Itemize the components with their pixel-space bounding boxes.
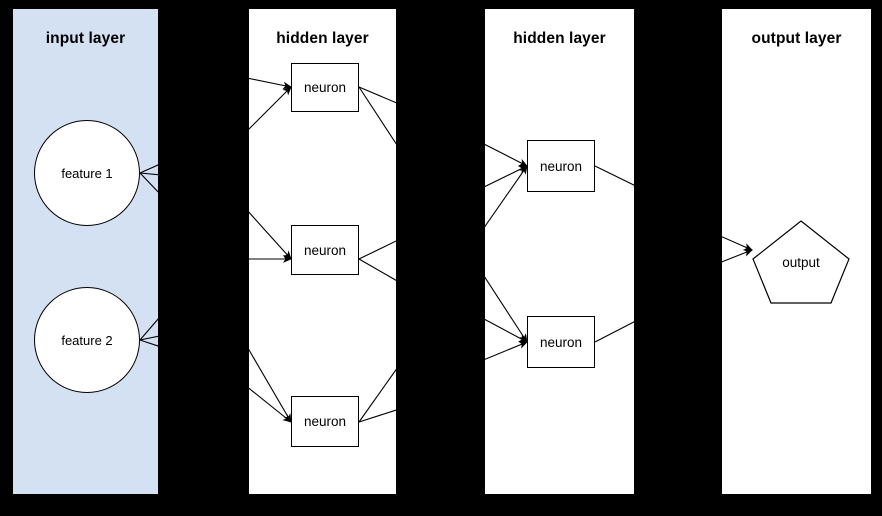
layer-panel-hidden-2: hidden layer [485, 9, 634, 494]
node-feature-1[interactable]: feature 1 [34, 120, 140, 226]
node-label-output: output [782, 255, 820, 270]
node-label-feature-2: feature 2 [61, 332, 113, 348]
node-output-pentagon[interactable] [750, 218, 852, 306]
node-label-neuron: neuron [303, 414, 347, 429]
node-label-neuron: neuron [303, 80, 347, 95]
node-label-neuron: neuron [539, 334, 583, 350]
node-feature-2[interactable]: feature 2 [34, 287, 140, 393]
node-hidden1-neuron-3[interactable]: neuron [291, 396, 359, 447]
layer-title-hidden-1: hidden layer [276, 30, 369, 47]
node-label-neuron: neuron [303, 242, 347, 258]
layer-title-output: output layer [751, 30, 842, 47]
input-layer-edges [139, 164, 158, 347]
node-label-feature-1: feature 1 [61, 165, 113, 181]
node-hidden2-neuron-1[interactable]: neuron [527, 140, 595, 192]
node-label-neuron: neuron [539, 158, 583, 174]
node-hidden1-neuron-1[interactable]: neuron [291, 63, 359, 112]
node-hidden2-neuron-2[interactable]: neuron [527, 316, 595, 368]
layer-panel-output: output layer output [722, 9, 871, 494]
layer-title-input: input layer [45, 30, 126, 47]
layer-title-hidden-2: hidden layer [513, 30, 606, 47]
node-hidden1-neuron-2[interactable]: neuron [291, 225, 359, 275]
hidden-layer-2-edges [485, 143, 634, 360]
layer-panel-input: input layer [13, 9, 158, 494]
